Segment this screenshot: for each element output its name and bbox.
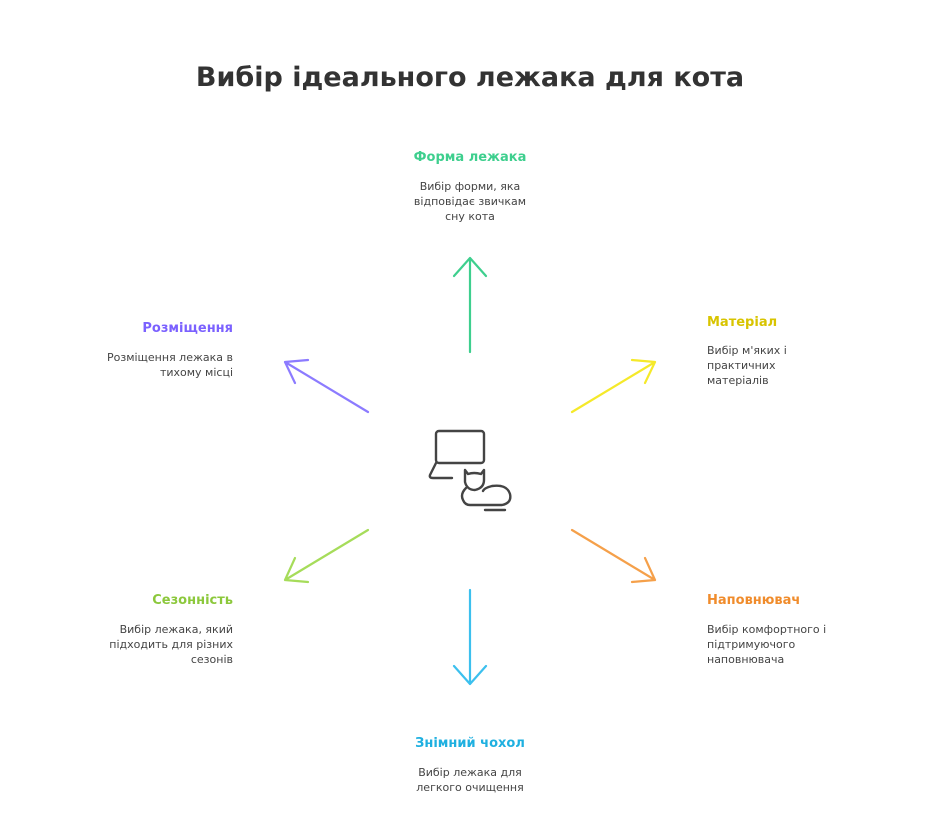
node-desc-rozmishchennia: Розміщення лежака в тихому місці [106, 351, 233, 379]
node-title-chokhol: Знімний чохол [415, 736, 525, 751]
laptop-cat-icon [428, 429, 512, 512]
arrow-rozmishchennia [283, 358, 370, 414]
node-title-rozmishchennia: Розміщення [142, 321, 233, 336]
node-title-forma: Форма лежака [413, 150, 527, 165]
node-title-napovniuvach: Наповнювач [707, 593, 801, 608]
arrow-chokhol [452, 588, 488, 686]
arrow-napovniuvach [570, 528, 657, 584]
node-title-material: Матеріал [707, 315, 778, 330]
diagram-title: Вибір ідеального лежака для кота [195, 62, 745, 93]
node-desc-sezonnist: Вибір лежака, який підходить для різних … [109, 623, 233, 666]
arrow-material [570, 358, 657, 414]
node-desc-forma: Вибір форми, яка відповідає звичкам сну … [413, 180, 527, 223]
node-desc-material: Вибір м'яких і практичних матеріалів [707, 344, 787, 387]
node-desc-chokhol: Вибір лежака для легкого очищення [416, 766, 524, 794]
arrow-sezonnist [283, 528, 370, 584]
arrow-forma [452, 256, 488, 354]
node-desc-napovniuvach: Вибір комфортного і підтримуючого наповн… [707, 623, 827, 666]
node-title-sezonnist: Сезонність [152, 593, 233, 608]
